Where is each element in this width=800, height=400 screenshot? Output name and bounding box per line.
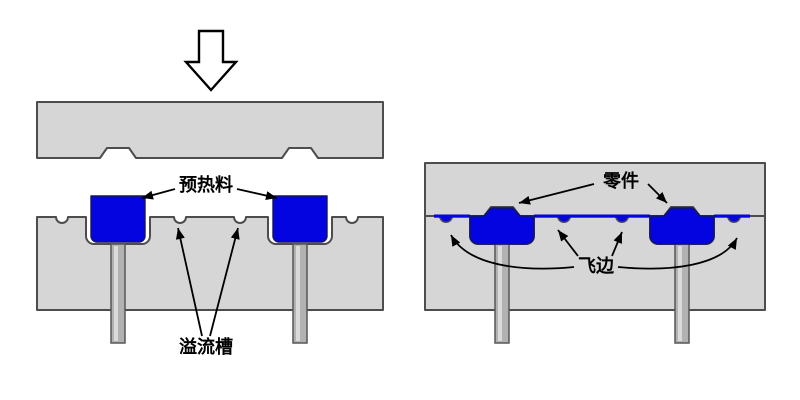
preheated-material-block-left [90,195,146,243]
upper-mold-plate-right [424,162,766,217]
label-overflow-groove: 溢流槽 [179,336,233,358]
press-direction-arrow-icon [183,29,239,92]
label-flash: 飞边 [578,256,615,277]
arrow-part-right-head [656,192,667,203]
label-part: 零件 [602,170,639,192]
molded-part-left [469,207,535,245]
arrow-flash-inner-left-head [558,230,569,242]
flash-drip-1 [440,216,452,222]
arrow-part-left-head [519,195,531,205]
flash-line-middle [534,214,650,218]
arrow-part-left-line [518,183,595,204]
ejector-pin-right-highlight [296,246,300,341]
flash-drip-3 [616,216,628,222]
flash-drip-4 [728,216,740,222]
arrow-overflow-groove-left-line [177,227,203,337]
arrow-flash-outer-left-line [450,234,575,270]
arrow-flash-outer-right-head [727,238,737,250]
flash-line-outer-left [434,214,470,218]
upper-mold-plate-left [36,101,384,159]
lower-mold-plate-left [36,216,384,311]
molded-part-right [649,207,715,245]
preheated-material-block-right [272,195,328,243]
left-diagram-open-mold: 预热料 溢流槽 [36,29,384,358]
ejector-pin-left-highlight [498,246,502,341]
flash-drip-2 [558,216,570,222]
arrow-preheated-material-right-head [265,191,277,200]
arrow-overflow-groove-right-head [230,228,240,240]
arrow-flash-inner-right-head [613,232,622,244]
arrow-flash-outer-left-head [451,235,461,247]
ejector-pin-left-highlight [114,246,118,341]
label-preheated-material: 预热料 [179,174,233,196]
right-diagram-closed-mold: 零件 飞边 [424,162,766,344]
arrow-overflow-groove-left-head [175,228,185,240]
arrow-overflow-groove-right-line [209,227,239,337]
arrow-preheated-material-left-head [142,190,154,200]
ejector-pin-right-highlight [678,246,682,341]
